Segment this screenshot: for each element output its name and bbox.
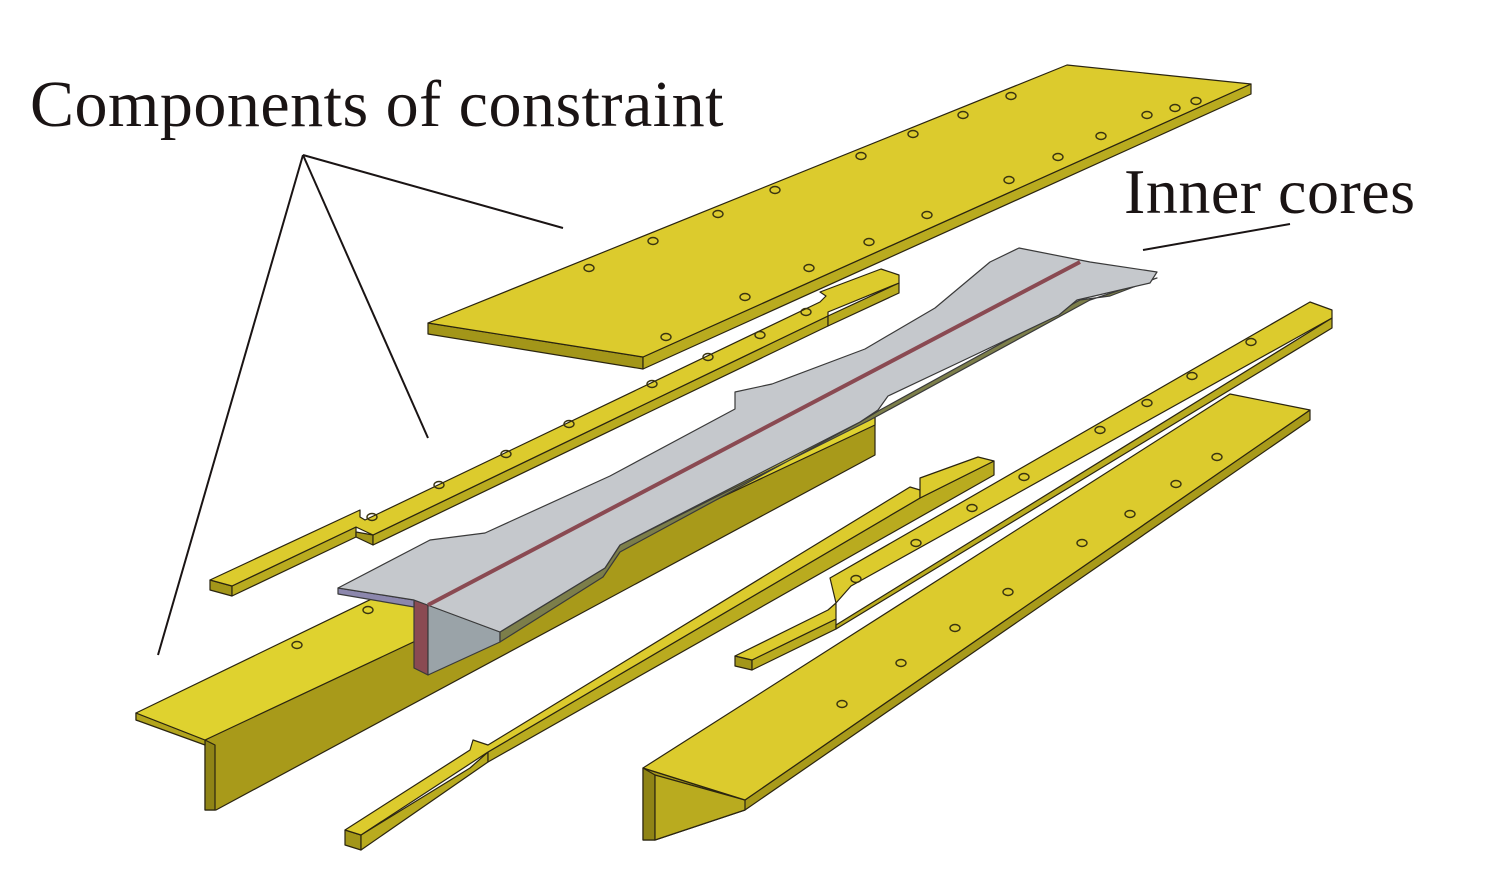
- components-of-constraint-label: Components of constraint: [30, 68, 724, 141]
- right-side-bar: [734, 301, 1333, 671]
- right-channel-holes: [836, 452, 1223, 709]
- leader-to-top-plate: [302, 154, 564, 229]
- lower-middle-bar: [344, 456, 995, 851]
- right-angle-channel: [642, 393, 1311, 841]
- upper-side-bar: [209, 268, 900, 597]
- right-bar-holes: [850, 337, 1257, 584]
- inner-core: [337, 247, 1158, 676]
- leader-to-angle-channel: [157, 154, 304, 656]
- inner-cores-label: Inner cores: [1124, 156, 1416, 227]
- upper-bar-holes: [366, 307, 812, 522]
- top-plate-holes: [583, 91, 1202, 342]
- leader-to-inner-core: [1142, 223, 1291, 251]
- channel-holes: [291, 605, 374, 650]
- constraint-leader-lines: [157, 154, 564, 656]
- top-cover-plate: [427, 64, 1252, 370]
- leader-to-side-bar: [302, 154, 429, 439]
